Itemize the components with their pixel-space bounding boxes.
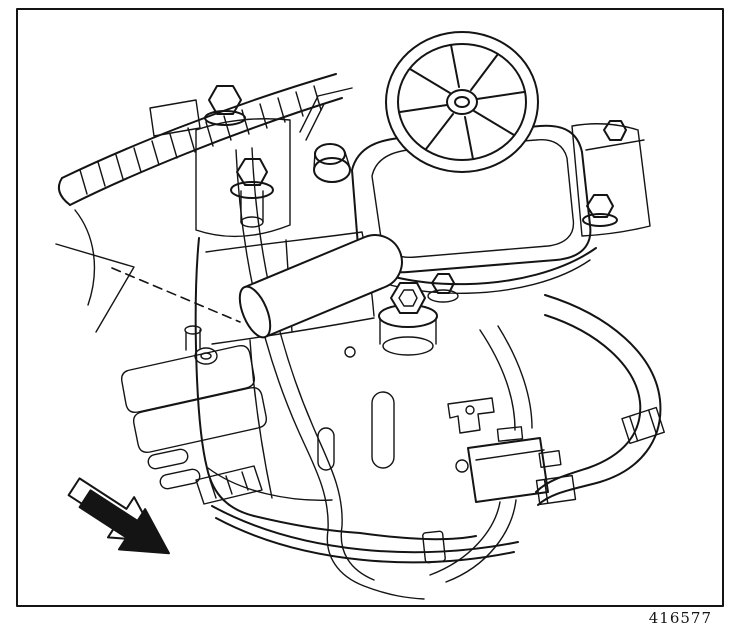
lower-left-bracket: [120, 325, 268, 505]
leader-line: [55, 209, 241, 333]
center-stud: [378, 282, 438, 356]
vacuum-cylinder: [238, 234, 403, 339]
bottom-hose: [211, 505, 519, 564]
cable: [235, 147, 425, 600]
figure-number: 416577: [649, 609, 712, 627]
hose-clamp: [621, 406, 665, 445]
pointer-arrow: [67, 477, 170, 555]
right-bracket: [571, 120, 651, 237]
electrical-connector: [429, 397, 562, 583]
ribbed-hose: [57, 73, 353, 206]
fan-assembly: [385, 31, 539, 173]
right-hoses: [479, 294, 665, 506]
fan-spokes: [399, 44, 525, 160]
